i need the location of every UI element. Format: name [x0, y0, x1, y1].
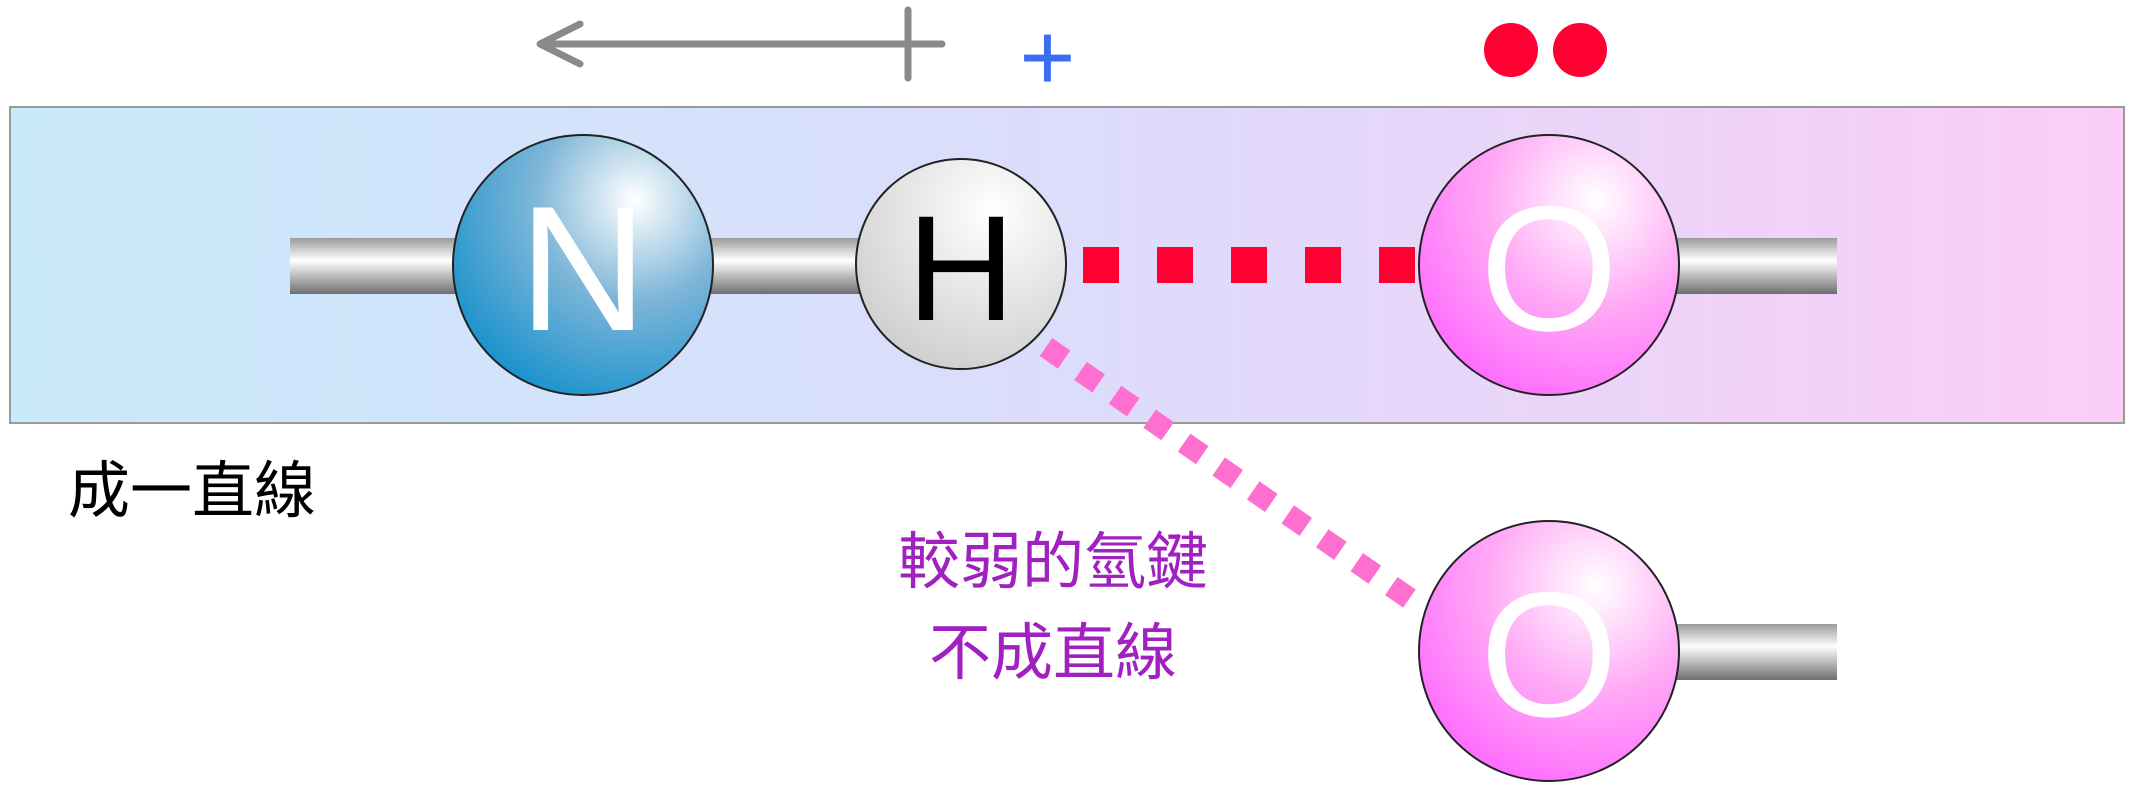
linear-label: 成一直線	[68, 454, 316, 527]
oxygen-symbol-bent: O	[1480, 555, 1618, 754]
hydrogen-symbol: H	[907, 184, 1015, 352]
lone-pair-icon	[1484, 23, 1607, 77]
bond-rod-left	[290, 238, 475, 294]
weak-bond-label-line1: 較弱的氫鍵	[898, 525, 1208, 598]
bond-rod-oxygen-bent	[1655, 624, 1837, 680]
bent-hydrogen-bond	[1039, 337, 1430, 618]
nitrogen-atom: N	[452, 134, 714, 396]
weak-bond-label-line2: 不成直線	[929, 616, 1177, 689]
partial-positive-sign: +	[1018, 4, 1074, 111]
dipole-arrow-icon	[536, 6, 946, 82]
nitrogen-symbol: N	[519, 169, 648, 368]
linear-hydrogen-bond	[1083, 247, 1415, 283]
oxygen-symbol-linear: O	[1480, 169, 1618, 368]
bond-rod-oxygen-linear	[1655, 238, 1837, 294]
oxygen-atom-linear: O	[1418, 134, 1680, 396]
oxygen-atom-bent: O	[1418, 520, 1680, 782]
bond-rod-n-h	[700, 238, 870, 294]
hydrogen-atom: H	[855, 158, 1067, 370]
